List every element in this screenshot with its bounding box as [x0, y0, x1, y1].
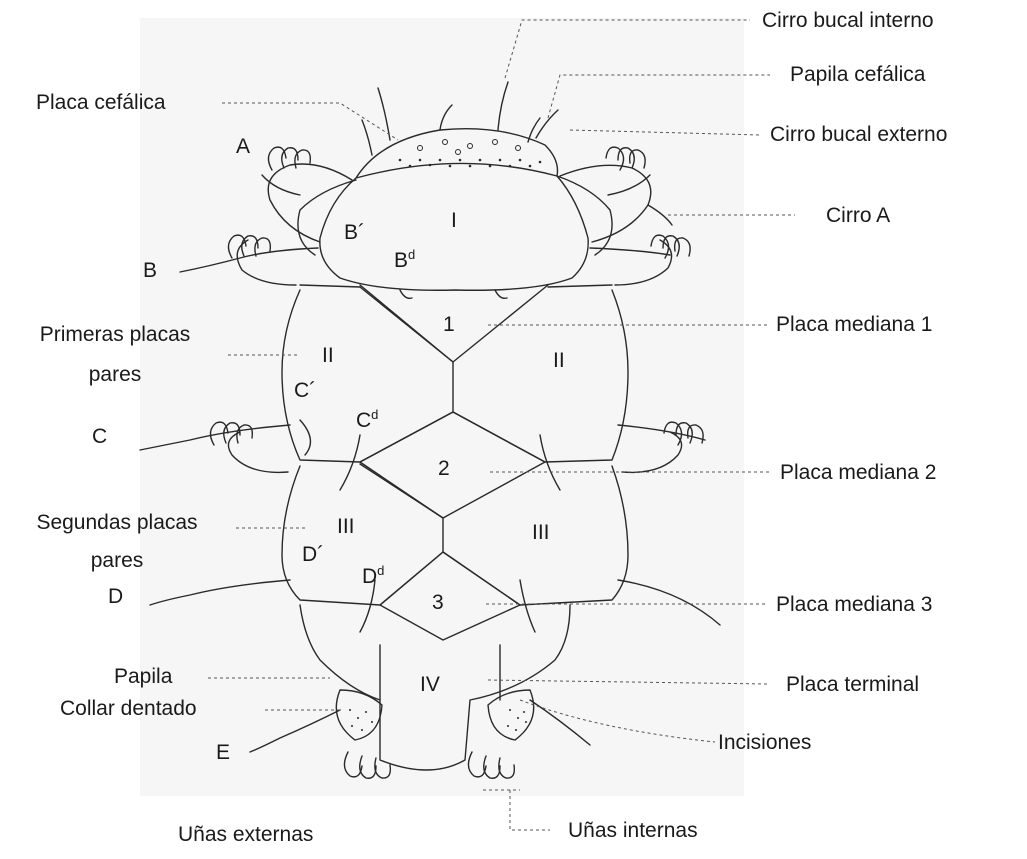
plate-label-c-prime: C´: [294, 380, 316, 401]
plate-median-2: [360, 412, 545, 518]
label-collar-dentado: Collar dentado: [60, 698, 197, 719]
leg-2-left: [237, 240, 296, 285]
label-cirro-bucal-interno: Cirro bucal interno: [762, 10, 934, 31]
plate-label-b-prime: B´: [344, 222, 365, 243]
label-primeras-placas-pares-line1: Primeras placas: [10, 324, 220, 345]
leader-cirro-bucal-interno: [505, 20, 750, 78]
label-placa-mediana-3: Placa mediana 3: [776, 594, 932, 615]
plate-label-III-right: III: [532, 522, 550, 543]
plate-label-c-d: Cd: [356, 410, 378, 431]
cirro-bucal-externo-left: [362, 120, 372, 155]
spine-B-d-left: [400, 290, 412, 298]
plate-label-II-right: II: [553, 350, 565, 371]
cirrus-label-b: B: [143, 260, 157, 281]
plate-label-median-3: 3: [432, 592, 444, 613]
plate-label-b-d-base: B: [394, 249, 408, 272]
label-primeras-placas-pares-line2: pares: [10, 364, 220, 385]
cirro-bucal-interno-left: [378, 88, 390, 140]
cephalic-pores: [418, 140, 521, 155]
collar-dentado-right: [488, 690, 534, 740]
plate-label-median-2: 2: [438, 458, 450, 479]
label-placa-terminal: Placa terminal: [786, 674, 919, 695]
label-unas-internas: Uñas internas: [568, 820, 698, 841]
collar-dentado-left: [336, 690, 382, 740]
cirrus-label-e: E: [216, 742, 230, 763]
plate-label-d-d: Dd: [362, 566, 384, 587]
plate-label-d-d-sup: d: [377, 563, 384, 578]
lateral-lobe-right: [557, 176, 612, 255]
plate-label-b-d-sup: d: [408, 247, 415, 262]
label-placa-mediana-1: Placa mediana 1: [776, 314, 932, 335]
leader-placa-terminal: [488, 680, 768, 684]
cirrus-B-right: [590, 248, 670, 255]
papila-cefalica-right: [528, 118, 540, 142]
cirro-bucal-externo-right: [536, 110, 558, 138]
plate-label-d-prime: D´: [302, 544, 324, 565]
leader-cirro-bucal-externo: [570, 130, 760, 135]
label-cirro-a: Cirro A: [826, 205, 890, 226]
label-papila: Papila: [114, 666, 172, 687]
plate-II-left: [282, 287, 453, 462]
plate-label-c-d-sup: d: [371, 407, 378, 422]
cirrus-B-left: [180, 248, 318, 272]
cephalic-plate-outline: [356, 129, 558, 178]
cirrus-label-a: A: [236, 136, 250, 157]
leader-lines: [208, 20, 795, 830]
label-incisiones: Incisiones: [718, 732, 811, 753]
label-cirro-bucal-externo: Cirro bucal externo: [770, 124, 947, 145]
leader-unas-internas: [483, 790, 550, 830]
cirrus-A-right: [560, 165, 651, 242]
plate-label-IV: IV: [420, 674, 440, 695]
label-unas-externas: Uñas externas: [178, 824, 313, 845]
spine-B-d-right: [495, 290, 507, 298]
spine-C-prime: [300, 420, 310, 455]
plate-label-b-d: Bd: [394, 250, 415, 271]
cirrus-C-left: [140, 425, 290, 450]
plate-label-c-d-base: C: [356, 409, 371, 432]
label-segundas-placas-pares-line1: Segundas placas: [4, 512, 230, 533]
label-placa-mediana-2: Placa mediana 2: [780, 462, 936, 483]
plate-label-II-left: II: [322, 345, 334, 366]
label-segundas-placas-pares-line2: pares: [4, 550, 230, 571]
shoulder-left: [300, 285, 360, 287]
plate-median-3: [380, 552, 520, 640]
leg-3-right: [622, 432, 682, 472]
plate-label-d-d-base: D: [362, 565, 377, 588]
papila-cefalica-spine: [440, 105, 452, 130]
leader-incisiones: [520, 700, 715, 742]
leader-papila-cefalica: [548, 75, 770, 118]
cirrus-A-left: [268, 164, 352, 242]
plate-label-I: I: [451, 210, 457, 231]
cirrus-E-left: [250, 710, 340, 752]
label-placa-cefalica: Placa cefálica: [36, 92, 166, 113]
cirrus-D-right: [618, 580, 720, 625]
leg-1-right: [608, 175, 650, 195]
cirrus-D-left: [150, 580, 290, 605]
shoulder-right: [548, 285, 612, 287]
cirrus-label-c: C: [92, 426, 107, 447]
cirro-bucal-interno-right: [498, 82, 508, 130]
label-papila-cefalica: Papila cefálica: [790, 64, 925, 85]
spine-D-d-right: [520, 580, 535, 632]
cirrus-label-d: D: [108, 586, 123, 607]
plate-label-III-left: III: [337, 516, 355, 537]
claws-group: [210, 147, 703, 778]
plate-label-median-1: 1: [443, 314, 455, 335]
